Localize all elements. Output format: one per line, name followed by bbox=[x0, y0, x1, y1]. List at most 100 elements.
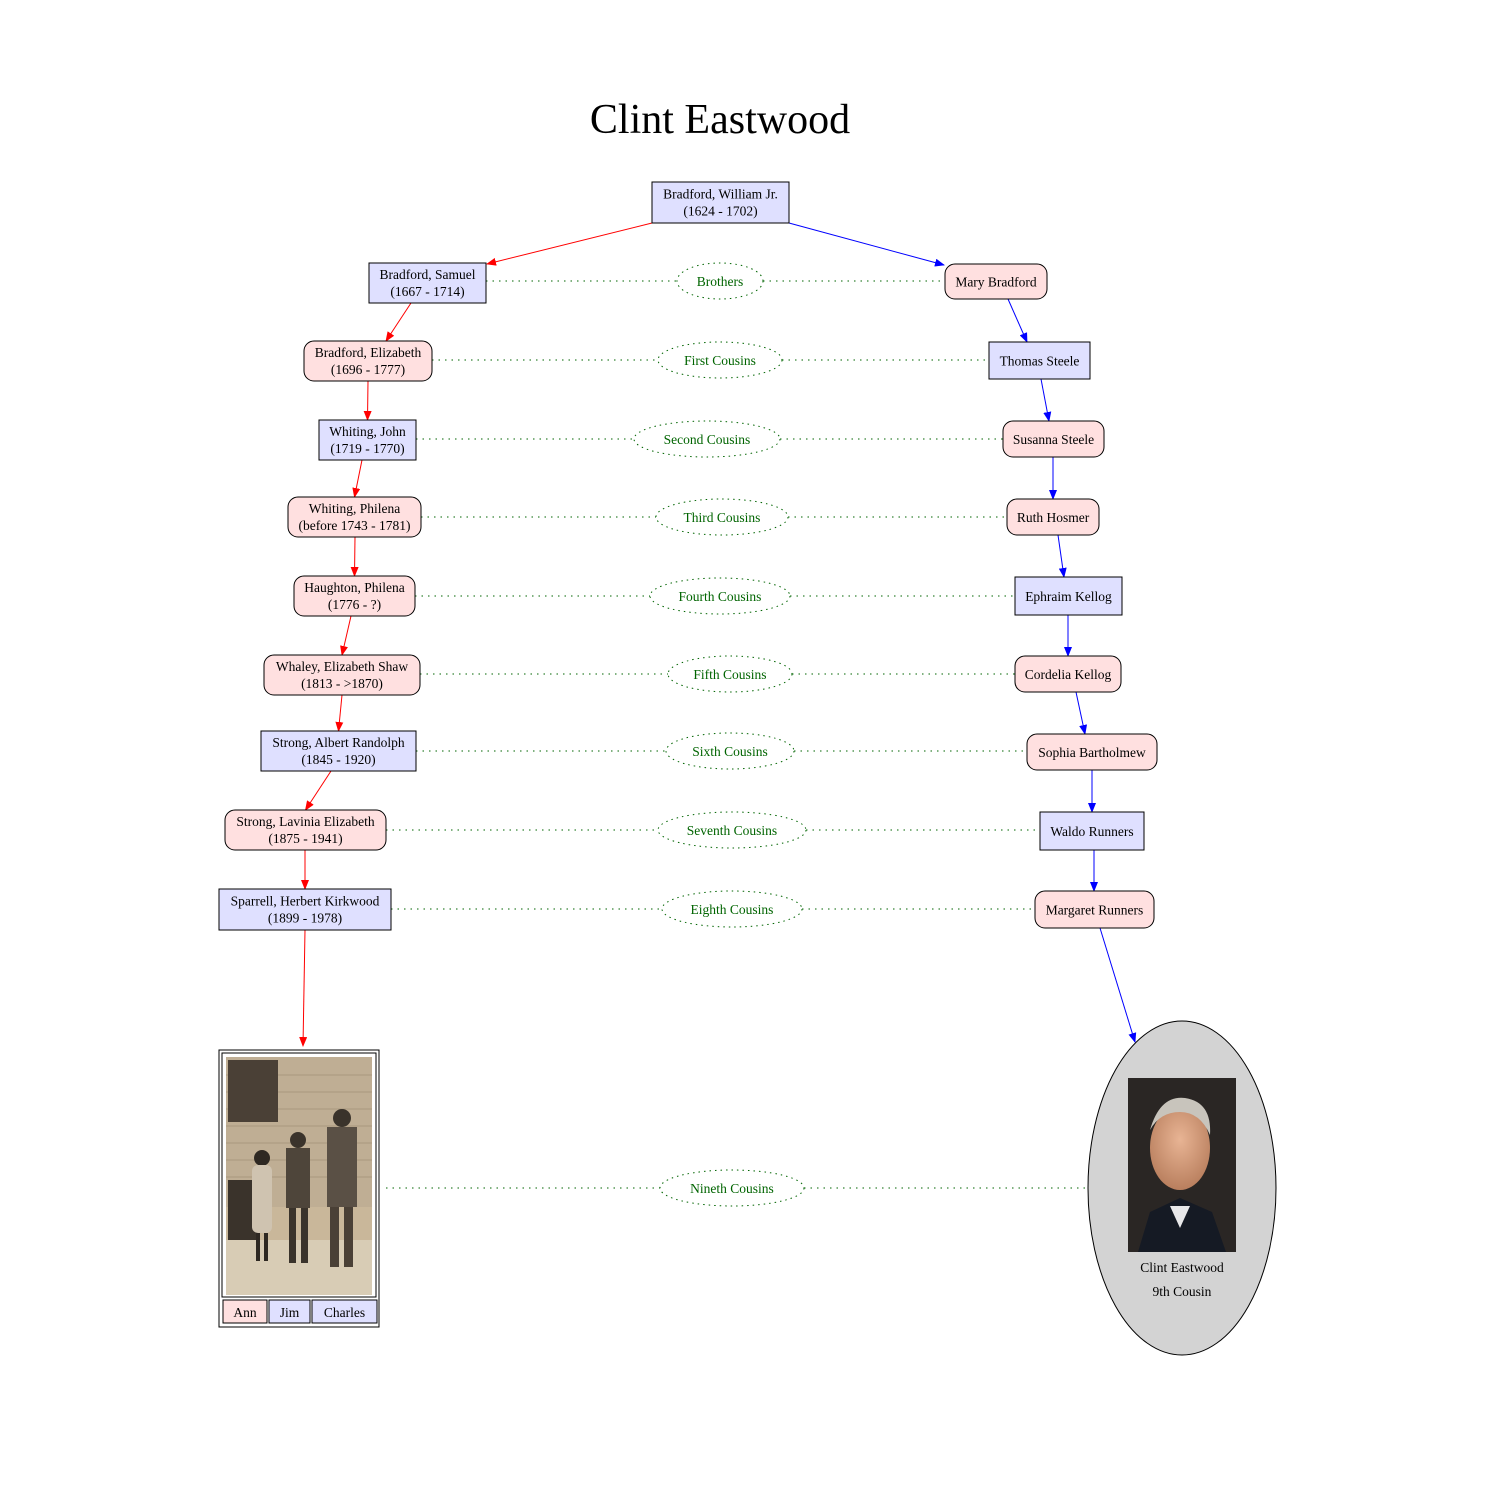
relation-third-cousins: Third Cousins bbox=[421, 498, 1007, 536]
person-name: Strong, Albert Randolph bbox=[272, 735, 405, 750]
person-box bbox=[988, 341, 1091, 380]
relation-label: Seventh Cousins bbox=[687, 823, 777, 838]
left-node-strong-lavinia-elizabeth[interactable]: Strong, Lavinia Elizabeth (1875 - 1941) bbox=[224, 809, 387, 851]
left-node-bradford-samuel[interactable]: Bradford, Samuel(1667 - 1714) bbox=[368, 262, 487, 304]
lineage-edge bbox=[1057, 534, 1067, 578]
photo-name-cell-charles: Charles bbox=[311, 1299, 378, 1324]
person-box bbox=[303, 340, 433, 382]
right-node-ephraim-kellog[interactable]: Ephraim Kellog bbox=[1014, 576, 1123, 616]
right-node-thomas-steele[interactable]: Thomas Steele bbox=[988, 341, 1091, 380]
svg-text:Charles: Charles bbox=[324, 1305, 365, 1320]
photo-group-node[interactable]: Ann Jim Charles bbox=[218, 1049, 380, 1328]
relation-nineth-cousins: Nineth Cousins bbox=[386, 1169, 1088, 1207]
person-name: Sparrell, Herbert Kirkwood bbox=[231, 894, 380, 909]
relation-label: Brothers bbox=[697, 274, 744, 289]
lineage-edge bbox=[788, 222, 945, 267]
relation-fourth-cousins: Fourth Cousins bbox=[415, 577, 1015, 615]
relation-ellipse bbox=[661, 890, 803, 928]
relation-label: Nineth Cousins bbox=[690, 1181, 774, 1196]
person-box bbox=[944, 263, 1048, 300]
target-portrait-image bbox=[1128, 1078, 1236, 1252]
svg-text:Jim: Jim bbox=[280, 1305, 300, 1320]
left-node-whiting-john[interactable]: Whiting, John(1719 - 1770) bbox=[318, 419, 417, 461]
relation-ellipse bbox=[655, 498, 789, 536]
person-dates: (before 1743 - 1781) bbox=[298, 518, 410, 533]
lineage-edge bbox=[1075, 691, 1088, 735]
lineage-edge bbox=[304, 770, 332, 811]
person-name: Cordelia Kellog bbox=[1025, 667, 1112, 682]
person-name: Bradford, Elizabeth bbox=[315, 345, 422, 360]
target-relation-label: 9th Cousin bbox=[1153, 1284, 1212, 1299]
person-dates: (1845 - 1920) bbox=[301, 752, 375, 767]
photo-name-cell-jim: Jim bbox=[268, 1299, 311, 1324]
lineage-edge bbox=[352, 459, 363, 498]
relation-label: Sixth Cousins bbox=[692, 744, 767, 759]
relation-ellipse bbox=[649, 577, 791, 615]
person-box bbox=[318, 419, 417, 461]
diagram-title: Clint Eastwood bbox=[590, 97, 850, 143]
lineage-edges bbox=[299, 222, 1137, 1047]
person-name: Haughton, Philena bbox=[304, 580, 405, 595]
person-box bbox=[260, 730, 417, 772]
relation-ellipse bbox=[659, 1169, 805, 1207]
left-node-whiting-philena[interactable]: Whiting, Philena(before 1743 - 1781) bbox=[287, 496, 422, 538]
lineage-edge bbox=[1099, 927, 1137, 1043]
relation-brothers: Brothers bbox=[486, 262, 944, 300]
svg-text:Ann: Ann bbox=[233, 1305, 256, 1320]
right-node-mary-bradford[interactable]: Mary Bradford bbox=[944, 263, 1048, 300]
person-name: Margaret Runners bbox=[1046, 903, 1144, 918]
person-name: Strong, Lavinia Elizabeth bbox=[236, 814, 375, 829]
person-box bbox=[1014, 576, 1123, 616]
person-box bbox=[1039, 811, 1145, 851]
left-node-haughton-philena[interactable]: Haughton, Philena(1776 - ?) bbox=[293, 575, 416, 617]
right-node-sophia-bartholmew[interactable]: Sophia Bartholmew bbox=[1026, 733, 1158, 771]
right-node-ruth-hosmer[interactable]: Ruth Hosmer bbox=[1006, 498, 1100, 536]
relation-sixth-cousins: Sixth Cousins bbox=[416, 732, 1027, 770]
person-box bbox=[651, 181, 790, 224]
right-node-cordelia-kellog[interactable]: Cordelia Kellog bbox=[1014, 655, 1122, 693]
lineage-edge bbox=[486, 222, 653, 266]
person-box bbox=[1026, 733, 1158, 771]
person-box bbox=[1002, 420, 1105, 458]
relation-ellipse bbox=[676, 262, 764, 300]
relation-ellipse bbox=[667, 655, 793, 693]
person-nodes: Bradford, William Jr.(1624 - 1702)Bradfo… bbox=[218, 181, 1158, 931]
person-box bbox=[218, 888, 392, 931]
lineage-edge bbox=[385, 302, 412, 342]
left-node-strong-albert-randolph[interactable]: Strong, Albert Randolph (1845 - 1920) bbox=[260, 730, 417, 772]
photo-name-cell-ann: Ann bbox=[222, 1299, 268, 1324]
person-box bbox=[1034, 890, 1155, 929]
person-dates: (1624 - 1702) bbox=[683, 204, 757, 219]
person-name: Ephraim Kellog bbox=[1025, 589, 1112, 604]
relation-second-cousins: Second Cousins bbox=[416, 420, 1003, 458]
person-box bbox=[293, 575, 416, 617]
relation-ellipse bbox=[633, 420, 781, 458]
family-photo-image bbox=[226, 1057, 372, 1295]
person-box bbox=[224, 809, 387, 851]
right-node-margaret-runners[interactable]: Margaret Runners bbox=[1034, 890, 1155, 929]
target-name: Clint Eastwood bbox=[1140, 1260, 1224, 1275]
relation-label: Third Cousins bbox=[684, 510, 761, 525]
lineage-edge bbox=[340, 615, 352, 656]
person-name: Bradford, William Jr. bbox=[663, 187, 778, 202]
relation-ellipse bbox=[657, 341, 783, 379]
root-node-bradford-william-jr[interactable]: Bradford, William Jr. (1624 - 1702) bbox=[651, 181, 790, 224]
lineage-edge bbox=[335, 694, 344, 732]
right-node-waldo-runners[interactable]: Waldo Runners bbox=[1039, 811, 1145, 851]
person-dates: (1875 - 1941) bbox=[268, 831, 342, 846]
person-box bbox=[263, 654, 421, 696]
right-node-susanna-steele[interactable]: Susanna Steele bbox=[1002, 420, 1105, 458]
lineage-edge bbox=[363, 380, 372, 421]
person-box bbox=[1014, 655, 1122, 693]
target-person-node[interactable]: Clint Eastwood 9th Cousin bbox=[1087, 1020, 1277, 1356]
lineage-edge bbox=[1040, 378, 1052, 422]
relation-label: Fifth Cousins bbox=[693, 667, 766, 682]
lineage-edge bbox=[1007, 298, 1028, 343]
person-box bbox=[1006, 498, 1100, 536]
person-name: Bradford, Samuel bbox=[380, 267, 476, 282]
left-node-whaley-elizabeth-shaw[interactable]: Whaley, Elizabeth Shaw(1813 - >1870) bbox=[263, 654, 421, 696]
left-node-bradford-elizabeth[interactable]: Bradford, Elizabeth(1696 - 1777) bbox=[303, 340, 433, 382]
left-node-sparrell-herbert-kirkwood[interactable]: Sparrell, Herbert Kirkwood(1899 - 1978) bbox=[218, 888, 392, 931]
